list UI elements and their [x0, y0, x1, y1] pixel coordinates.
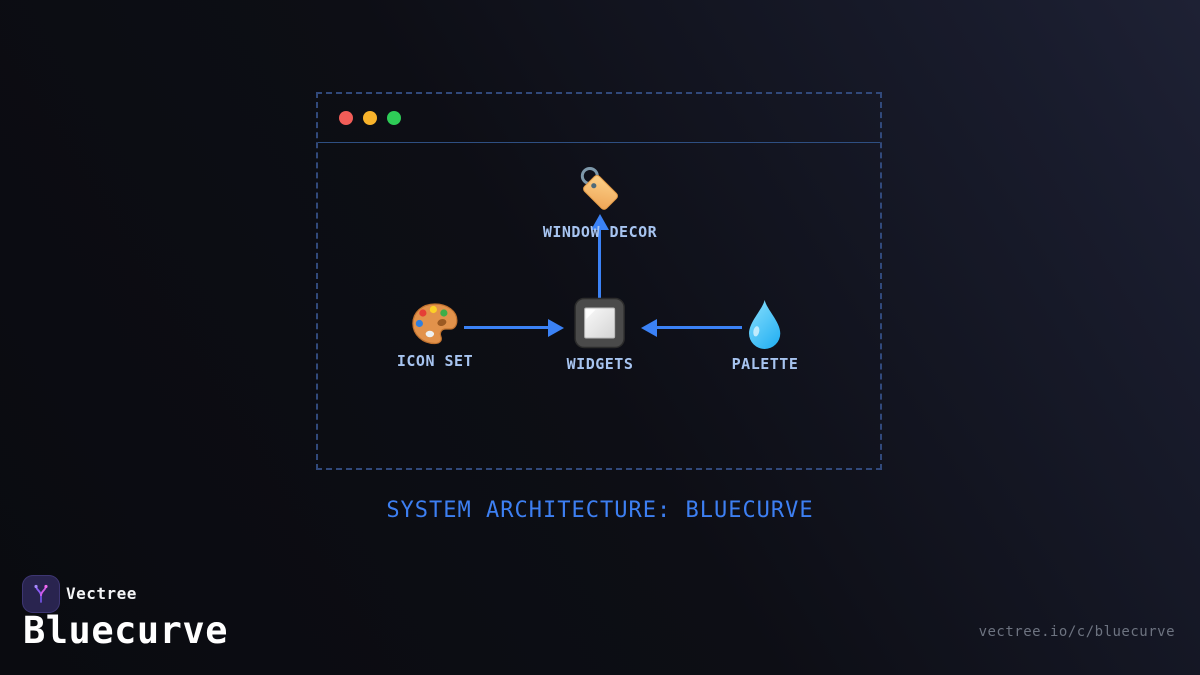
- tag-icon: [581, 167, 619, 210]
- diagram-caption: SYSTEM ARCHITECTURE: BLUECURVE: [386, 498, 814, 523]
- square-button-icon: [574, 297, 626, 349]
- project-title: Bluecurve: [23, 609, 228, 652]
- arrowhead-left-icon: [641, 319, 657, 337]
- node-window-decor[interactable]: WINDOW DECOR: [543, 165, 657, 241]
- edge-palette-to-widgets: [657, 326, 742, 329]
- edge-icon-set-to-widgets: [464, 326, 550, 329]
- droplet-icon: [749, 300, 781, 349]
- traffic-light-close-icon: [339, 111, 353, 125]
- node-label: ICON SET: [396, 352, 474, 370]
- artist-palette-icon: [412, 303, 458, 345]
- arrowhead-up-icon: [591, 214, 609, 230]
- traffic-light-minimize-icon: [363, 111, 377, 125]
- window-titlebar: [318, 94, 880, 143]
- branch-logo-icon: [34, 584, 48, 603]
- node-label: WIDGETS: [566, 355, 634, 373]
- arrowhead-right-icon: [548, 319, 564, 337]
- node-label: WINDOW DECOR: [542, 223, 658, 241]
- node-icon-set[interactable]: ICON SET: [397, 302, 473, 370]
- node-palette[interactable]: PALETTE: [732, 299, 799, 373]
- diagram-window: [316, 92, 882, 470]
- node-widgets[interactable]: WIDGETS: [567, 297, 634, 373]
- vectree-logo: [22, 575, 60, 613]
- share-url: vectree.io/c/bluecurve: [978, 624, 1175, 640]
- traffic-light-maximize-icon: [387, 111, 401, 125]
- edge-widgets-to-window-decor: [598, 228, 601, 300]
- brand-name: Vectree: [66, 584, 137, 603]
- node-label: PALETTE: [731, 355, 799, 373]
